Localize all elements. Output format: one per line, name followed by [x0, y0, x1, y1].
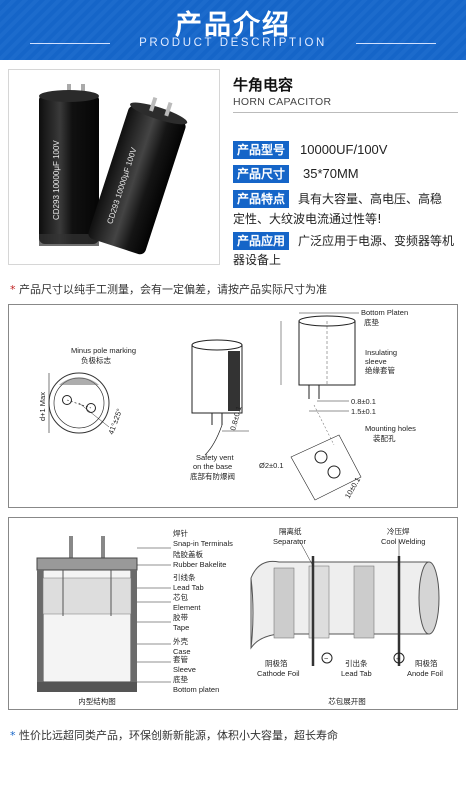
- tape-en: Tape: [173, 623, 189, 632]
- dimension-diagram: Minus pole marking 负极标志 d+1 Max 41°±25° …: [8, 304, 458, 508]
- case-cn: 外壳: [173, 636, 188, 646]
- sleeve-en: Sleeve: [173, 665, 196, 674]
- separator-cn: 隔离纸: [279, 526, 302, 536]
- product-rule: [233, 112, 458, 113]
- dim-10: 10±0.1: [343, 476, 362, 500]
- separator-en: Separator: [273, 537, 306, 546]
- platen-cn: 底垫: [173, 674, 188, 684]
- mounting-holes-en: Mounting holes: [365, 424, 416, 433]
- insulating-cn: 绝缘套管: [365, 365, 395, 375]
- footer-star: *: [10, 729, 16, 742]
- header-banner: 产品介绍 PRODUCT DESCRIPTION: [0, 0, 466, 60]
- anode-cn: 阳极箔: [415, 658, 438, 668]
- cathode-en: Cathode Foil: [257, 669, 300, 678]
- structure-diagram: 焊针 Snap-in Terminals 陆胶盖板 Rubber Bakelit…: [8, 517, 458, 710]
- right-caption: 芯包展开图: [328, 696, 366, 706]
- product-name: 牛角电容: [233, 76, 294, 94]
- dim-angle: 41°±25°: [106, 407, 124, 435]
- capacitor-front: CD293 10000μF 100V: [88, 97, 188, 255]
- cool-cn: 冷压焊: [387, 526, 410, 536]
- dim-0-8-b: 0.8±0.1: [351, 397, 376, 406]
- tape-cn: 胶带: [173, 612, 188, 622]
- footer-note: * 性价比远超同类产品，环保创新新能源，体积小大容量，超长寿命: [10, 727, 338, 743]
- banner-stripes: [0, 0, 466, 60]
- tag-features: 产品特点: [233, 190, 290, 208]
- product-photo: CD293 10000μF 100V CD293 10000μF 100V: [8, 69, 220, 265]
- rubber-cn: 陆胶盖板: [173, 549, 203, 559]
- tag-model: 产品型号: [233, 141, 290, 159]
- footer-text: 性价比远超同类产品，环保创新新能源，体积小大容量，超长寿命: [19, 729, 338, 742]
- bottom-platen-en: Bottom Platen: [361, 308, 408, 317]
- dimension-svg: Minus pole marking 负极标志 d+1 Max 41°±25° …: [38, 308, 416, 501]
- minus-icon: −: [324, 654, 329, 663]
- element-en: Element: [173, 603, 201, 612]
- tag-application: 产品应用: [233, 232, 290, 250]
- rubber-en: Rubber Bakelite: [173, 560, 226, 569]
- leadtab-cn: 引出条: [345, 658, 368, 668]
- snap-en: Snap-in Terminals: [173, 539, 233, 548]
- value-features-1: 具有大容量、高电压、高稳: [298, 192, 443, 206]
- capacitor-image: CD293 10000μF 100V CD293 10000μF 100V: [39, 84, 188, 255]
- photo-print-back: CD293 10000μF 100V: [52, 140, 61, 220]
- note-text: 产品尺寸以纯手工测量，会有一定偏差，请按产品实际尺寸为准: [19, 283, 327, 296]
- cathode-cn: 阴极箔: [265, 658, 288, 668]
- measurement-note: * 产品尺寸以纯手工测量，会有一定偏差，请按产品实际尺寸为准: [10, 281, 327, 297]
- safety-vent-en2: on the base: [193, 462, 232, 471]
- safety-vent-cn: 底部有防爆阀: [190, 471, 235, 481]
- tag-size: 产品尺寸: [233, 165, 290, 183]
- left-caption: 内型结构图: [78, 696, 116, 706]
- banner-title: 产品介绍: [175, 10, 291, 41]
- dim-1-5: 1.5±0.1: [351, 407, 376, 416]
- product-name-en: HORN CAPACITOR: [233, 96, 332, 108]
- banner-line-left: [30, 43, 110, 44]
- snap-cn: 焊针: [173, 528, 188, 538]
- mounting-holes-cn: 装配孔: [373, 433, 396, 443]
- bottom-platen-cn: 底垫: [364, 317, 379, 327]
- value-application-1: 广泛应用于电源、变频器等机: [298, 234, 455, 248]
- value-size: 35*70MM: [303, 166, 359, 181]
- dim-d-max: d+1 Max: [38, 392, 47, 421]
- minus-marking-en: Minus pole marking: [71, 346, 136, 355]
- value-application-2: 器设备上: [233, 253, 282, 267]
- plus-icon: +: [396, 654, 401, 663]
- note-star: *: [10, 283, 16, 296]
- value-features-2: 定性、大纹波电流通过性等!: [233, 212, 382, 226]
- element-cn: 芯包: [173, 592, 188, 602]
- banner-line-right: [356, 43, 436, 44]
- structure-svg: 焊针 Snap-in Terminals 陆胶盖板 Rubber Bakelit…: [36, 526, 443, 706]
- case-en: Case: [173, 647, 191, 656]
- platen-en: Bottom platen: [173, 685, 219, 694]
- leadtab-en: Lead Tab: [341, 669, 372, 678]
- safety-vent-en1: Safety vent: [196, 453, 234, 462]
- insulating-en1: Insulating: [365, 348, 397, 357]
- anode-en: Anode Foil: [407, 669, 443, 678]
- cool-en: Cool Welding: [381, 537, 425, 546]
- value-model: 10000UF/100V: [300, 142, 388, 157]
- dim-phi-2: Ø2±0.1: [259, 461, 284, 470]
- banner-subtitle: PRODUCT DESCRIPTION: [139, 37, 327, 49]
- insulating-en2: sleeve: [365, 357, 387, 366]
- sleeve-cn: 套管: [173, 654, 188, 664]
- lead-cn: 引线条: [173, 572, 196, 582]
- minus-marking-cn: 负极标志: [81, 355, 111, 365]
- lead-en: Lead Tab: [173, 583, 204, 592]
